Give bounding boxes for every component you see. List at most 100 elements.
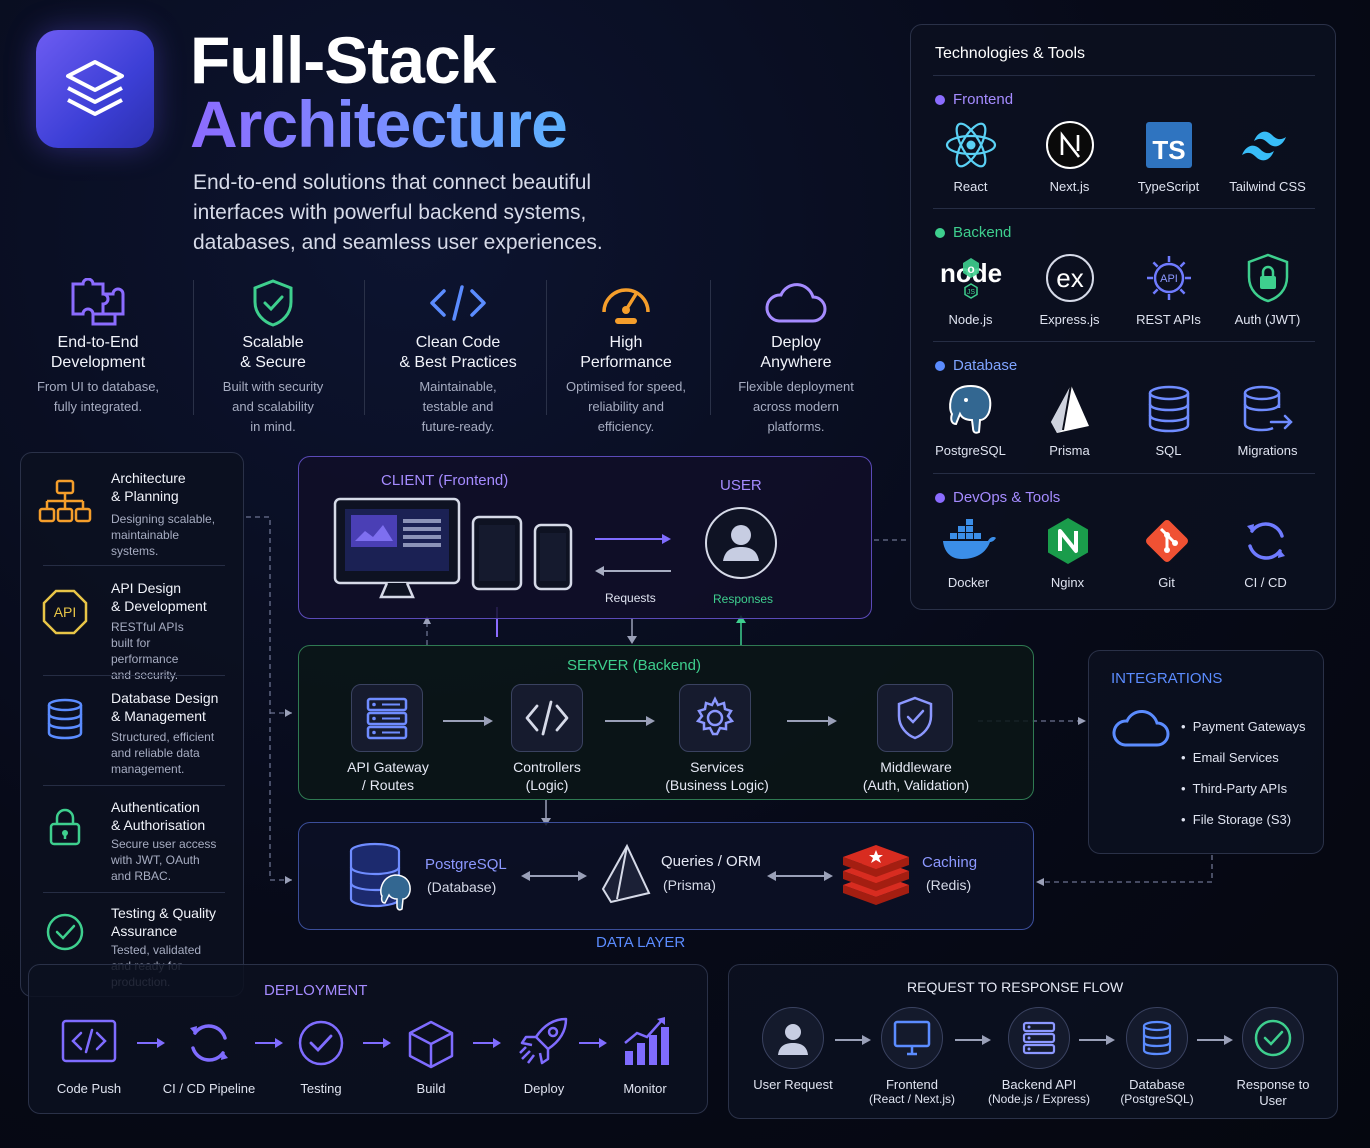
deploy-step-testing: Testing (281, 1019, 361, 1096)
tech-docker: Docker (919, 513, 1018, 590)
deploy-step-monitor: Monitor (607, 1015, 683, 1096)
deployment-title: DEPLOYMENT (264, 982, 368, 999)
svg-text:JS: JS (966, 289, 975, 296)
services-label: Services (Business Logic) (665, 759, 769, 793)
postgresql-icon (948, 384, 991, 434)
postgres-sublabel: (Database) (427, 879, 497, 895)
tailwind-icon (1241, 131, 1286, 161)
arrow-icon (605, 716, 655, 726)
code-icon (61, 1019, 117, 1063)
capabilities-panel: Architecture & Planning Designing scalab… (20, 452, 244, 997)
page-subtitle: End-to-end solutions that connect beauti… (193, 171, 603, 254)
git-icon (1145, 520, 1188, 562)
postgres-database-icon (349, 842, 411, 911)
feature-title: End-to-End Development (50, 334, 146, 371)
sitemap-icon (38, 479, 92, 523)
controllers-label: Controllers (Logic) (513, 759, 581, 793)
code-icon (430, 285, 486, 321)
check-circle-icon (298, 1020, 344, 1066)
layers-icon (66, 60, 124, 116)
refresh-icon (190, 1024, 228, 1062)
tech-auth-jwt: Auth (JWT) (1218, 250, 1317, 327)
database-icon (1148, 385, 1189, 433)
arrow-icon (137, 1038, 165, 1048)
puzzle-icon (71, 278, 125, 326)
feature-title: Clean Code & Best Practices (399, 334, 517, 371)
api-gateway-node (351, 684, 423, 752)
page-title: Full-Stack (190, 23, 496, 97)
integration-item: • Email Services (1181, 750, 1279, 765)
arrow-icon (787, 716, 837, 726)
cloud-icon (1112, 710, 1170, 747)
database-icon (47, 698, 83, 740)
arrow-icon (1079, 1035, 1115, 1045)
shield-lock-icon (1247, 253, 1288, 303)
deploy-step-deploy: Deploy (503, 1015, 585, 1096)
server-icon (366, 697, 408, 740)
postgres-label: PostgreSQL (425, 856, 507, 873)
api-gateway-label: API Gateway / Routes (347, 759, 429, 793)
tech-nodejs: node o JS Node.js (921, 250, 1020, 327)
api-gear-icon: API (1146, 256, 1191, 300)
tech-panel: Technologies & Tools Frontend React (910, 24, 1336, 610)
user-icon (778, 1024, 808, 1055)
tech-category-database: Database (935, 357, 1017, 374)
deploy-step-code-push: Code Push (49, 1019, 129, 1096)
requests-label: Requests (605, 591, 656, 605)
flow-panel: REQUEST TO RESPONSE FLOW User Request Fr… (728, 964, 1338, 1119)
tech-react: React (921, 117, 1020, 194)
flow-title: REQUEST TO RESPONSE FLOW (907, 979, 1124, 995)
tech-sql: SQL (1119, 381, 1218, 458)
flow-step-user-request: User Request (743, 1007, 843, 1092)
tech-express: ex Express.js (1020, 250, 1119, 327)
tech-git: Git (1117, 513, 1216, 590)
shield-check-icon (897, 696, 933, 740)
feature-performance: High Performance Optimised for speed, re… (556, 275, 696, 437)
tech-cicd: CI / CD (1216, 513, 1315, 590)
bidirectional-arrow-icon (521, 871, 587, 881)
arrow-icon (473, 1038, 501, 1048)
flow-step-frontend: Frontend (React / Next.js) (857, 1007, 967, 1106)
tech-panel-title: Technologies & Tools (935, 45, 1086, 62)
database-migrate-icon (1243, 385, 1293, 432)
arrow-icon (955, 1035, 991, 1045)
feature-desc: Maintainable, testable and future-ready. (419, 379, 497, 434)
data-layer-title: DATA LAYER (596, 934, 686, 951)
integrations-panel: INTEGRATIONS • Payment Gateways • Email … (1088, 650, 1324, 854)
responses-label: Responses (713, 592, 774, 606)
arrow-icon (443, 716, 493, 726)
svg-text:API: API (54, 604, 77, 620)
tech-tailwind: Tailwind CSS (1218, 117, 1317, 194)
caching-label: Caching (922, 854, 978, 871)
svg-text:API: API (1160, 273, 1178, 285)
arrow-icon (363, 1038, 391, 1048)
nodejs-icon: node o JS (939, 258, 1002, 299)
tech-prisma: Prisma (1020, 381, 1119, 458)
request-response-arrows (595, 534, 671, 576)
gear-icon (695, 696, 735, 736)
gauge-icon (602, 288, 650, 324)
docker-icon (942, 519, 996, 559)
bar-chart-icon (624, 1017, 669, 1065)
rocket-icon (519, 1017, 568, 1065)
client-box: CLIENT (Frontend) Requests USER Response… (298, 456, 872, 619)
feature-desc: From UI to database, fully integrated. (36, 379, 160, 414)
monitor-icon (893, 1020, 931, 1056)
flow-step-response: Response to User (1223, 1007, 1323, 1109)
tech-rest-apis: API REST APIs (1119, 250, 1218, 327)
queries-label: Queries / ORM (661, 853, 762, 870)
integration-item: • Payment Gateways (1181, 719, 1306, 734)
deploy-step-build: Build (391, 1019, 471, 1096)
arrow-icon (1197, 1035, 1233, 1045)
check-circle-icon (46, 913, 84, 951)
user-avatar-icon (705, 507, 777, 579)
tech-typescript: TS TypeScript (1119, 117, 1218, 194)
lock-icon (49, 808, 81, 846)
svg-text:ex: ex (1056, 263, 1083, 293)
controllers-node (511, 684, 583, 752)
prisma-icon (601, 843, 651, 904)
feature-title: Deploy Anywhere (760, 334, 832, 371)
server-icon (1022, 1021, 1056, 1055)
feature-desc: Built with security and scalability in m… (222, 379, 324, 434)
api-hexagon-icon: API (42, 589, 88, 635)
